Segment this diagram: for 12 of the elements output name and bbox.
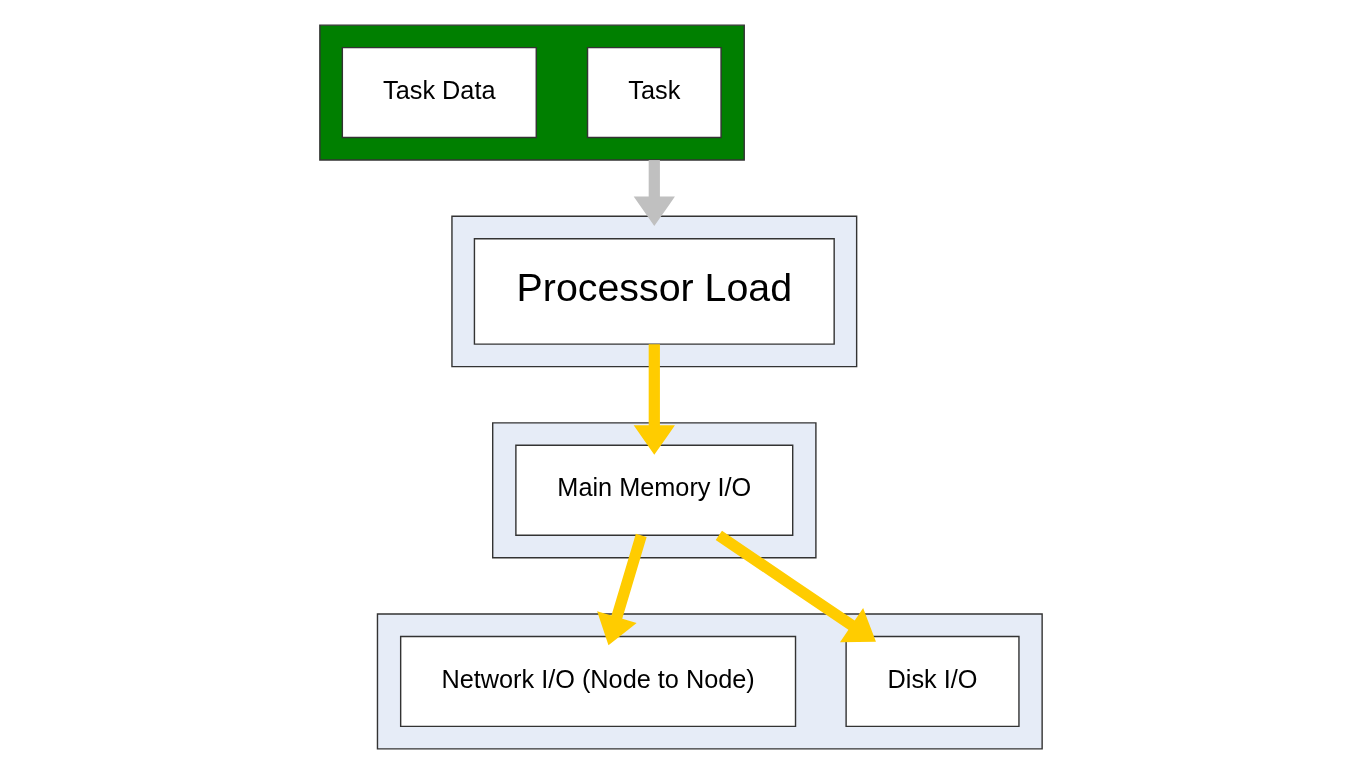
cluster (450, 215, 857, 368)
cluster (318, 24, 745, 161)
arrow (633, 344, 675, 455)
arrow (715, 530, 876, 643)
node-box: Task (586, 46, 722, 139)
arrow (596, 533, 647, 646)
node-box: Task Data (341, 46, 537, 139)
arrow (633, 160, 675, 227)
node-box: Network I/O (Node to Node) (399, 635, 796, 728)
node-box: Disk I/O (844, 635, 1020, 728)
node-box: Processor Load (473, 238, 835, 345)
node-box: Main Memory I/O (514, 444, 793, 536)
